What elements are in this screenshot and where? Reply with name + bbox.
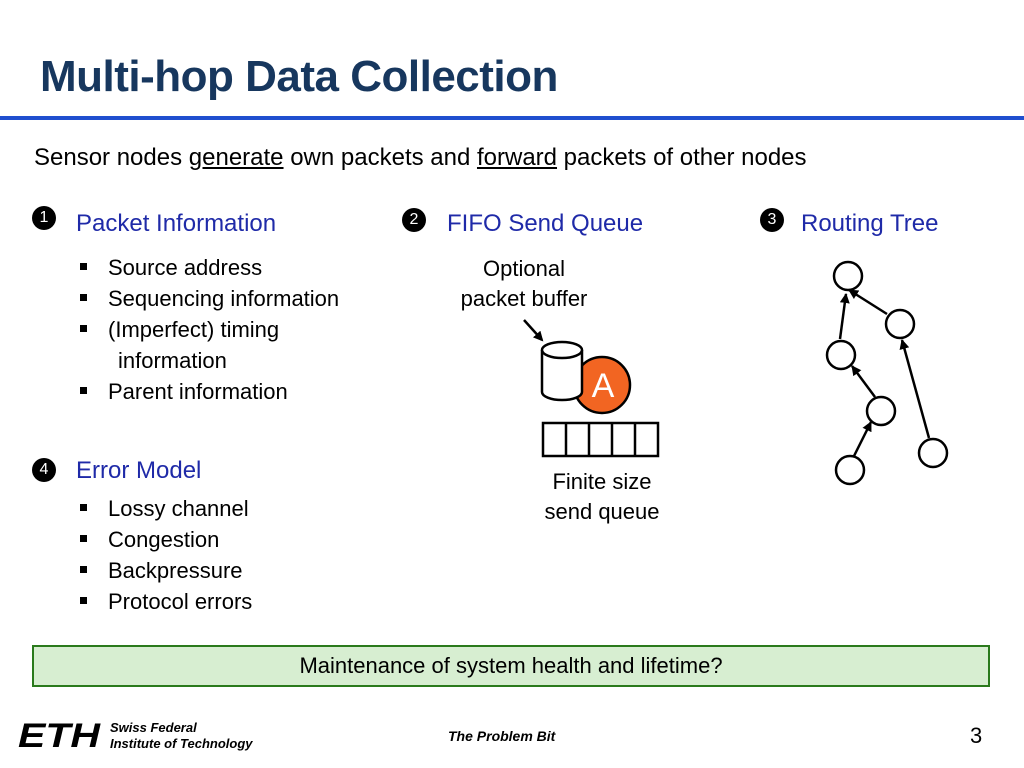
list-item: Parent information	[76, 376, 339, 407]
slide-subtitle: Sensor nodes generate own packets and fo…	[34, 144, 807, 172]
tree-node	[834, 454, 866, 486]
tree-node	[884, 308, 916, 340]
institution-name: Swiss Federal Institute of Technology	[110, 720, 253, 752]
institution-line: Institute of Technology	[110, 736, 253, 751]
node-a-label: A	[592, 367, 615, 405]
eth-logo-text: ETH	[18, 720, 102, 750]
subtitle-emphasis-generate: generate	[188, 144, 284, 171]
section-number-3: 3	[760, 208, 784, 232]
section-heading-packet-information: Packet Information	[76, 210, 277, 237]
institution-line: Swiss Federal	[110, 720, 197, 735]
eth-logo: ETH	[18, 720, 102, 750]
section-heading-routing-tree: Routing Tree	[801, 210, 939, 237]
subtitle-text: packets of other nodes	[557, 144, 807, 171]
list-item: (Imperfect) timing	[76, 314, 339, 345]
title-divider	[0, 116, 1024, 120]
tree-node	[825, 339, 857, 371]
section-heading-error-model: Error Model	[76, 457, 202, 484]
tree-edge	[838, 293, 850, 340]
routing-tree-diagram	[825, 260, 949, 486]
packet-buffer-cylinder	[540, 340, 584, 402]
queue-label: Finite size send queue	[522, 467, 682, 527]
buffer-label: Optional packet buffer	[444, 254, 604, 314]
list-item: Backpressure	[76, 555, 252, 586]
list-item: Source address	[76, 252, 339, 283]
section-number-2: 2	[402, 208, 426, 232]
tree-edge	[850, 365, 877, 398]
node-a: A	[572, 355, 632, 415]
page-number: 3	[970, 723, 983, 748]
send-queue-slots	[541, 421, 660, 458]
packet-information-list: Source address Sequencing information (I…	[76, 252, 339, 407]
tree-node	[832, 260, 864, 292]
list-item-text: information	[118, 348, 227, 373]
tree-edge	[852, 421, 873, 457]
subtitle-text: own packets and	[283, 144, 477, 171]
buffer-label-line: packet buffer	[460, 286, 588, 311]
slide-title: Multi-hop Data Collection	[40, 52, 558, 101]
queue-label-line: Finite size	[552, 469, 652, 494]
list-item-continuation: information	[76, 345, 339, 376]
queue-label-line: send queue	[544, 499, 660, 524]
tree-edge	[899, 339, 931, 439]
list-item: Protocol errors	[76, 586, 252, 617]
section-number-1: 1	[32, 206, 56, 230]
list-item: Congestion	[76, 524, 252, 555]
subtitle-text: Sensor nodes	[34, 144, 189, 171]
footer-center-text: The Problem Bit	[448, 728, 556, 744]
subtitle-emphasis-forward: forward	[476, 144, 558, 171]
buffer-pointer-arrow	[523, 319, 544, 342]
error-model-list: Lossy channel Congestion Backpressure Pr…	[76, 493, 252, 617]
system-health-box: Maintenance of system health and lifetim…	[32, 645, 990, 687]
buffer-label-line: Optional	[483, 256, 565, 281]
tree-node	[865, 395, 897, 427]
fifo-queue-diagram: A	[523, 319, 660, 458]
tree-edge	[848, 288, 888, 316]
section-number-4: 4	[32, 458, 56, 482]
tree-node	[917, 437, 949, 469]
list-item: Sequencing information	[76, 283, 339, 314]
list-item: Lossy channel	[76, 493, 252, 524]
section-heading-fifo-send-queue: FIFO Send Queue	[447, 210, 644, 237]
